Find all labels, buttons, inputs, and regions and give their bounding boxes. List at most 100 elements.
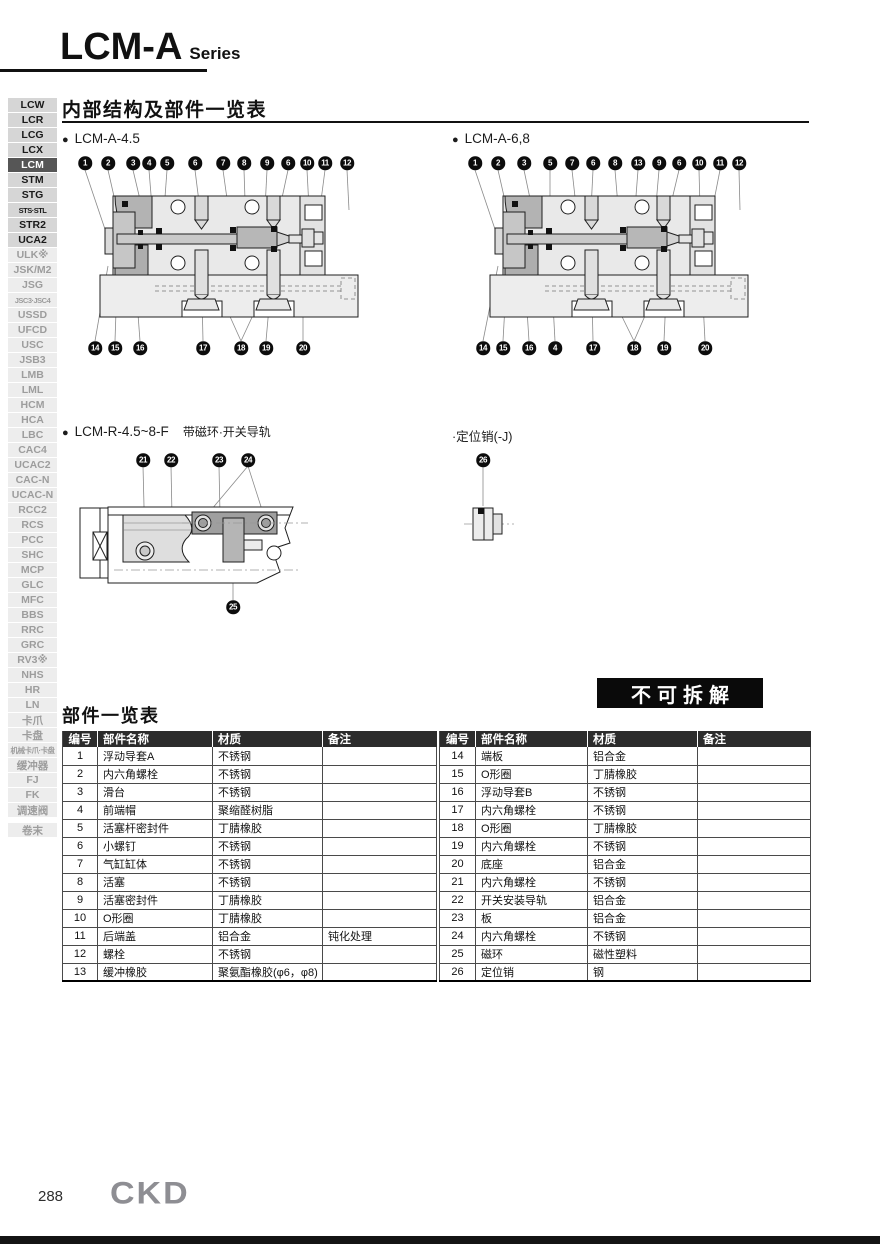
- sidebar-item[interactable]: USC: [8, 338, 57, 352]
- part-callout: 26: [476, 453, 490, 467]
- cell-note: [322, 873, 437, 892]
- sidebar-item[interactable]: FJ: [8, 773, 57, 787]
- sidebar-item[interactable]: 缓冲器: [8, 758, 57, 772]
- cell-material: 铝合金: [587, 747, 698, 766]
- sidebar-item[interactable]: UCA2: [8, 233, 57, 247]
- part-callout: 19: [657, 341, 671, 355]
- cell-note: [697, 945, 811, 964]
- sidebar-item[interactable]: MCP: [8, 563, 57, 577]
- cell-no: 13: [62, 963, 98, 982]
- sidebar-item[interactable]: GRC: [8, 638, 57, 652]
- sidebar-item[interactable]: NHS: [8, 668, 57, 682]
- sidebar-item[interactable]: STM: [8, 173, 57, 187]
- part-callout: 6: [586, 156, 600, 170]
- cell-name: 活塞密封件: [97, 891, 213, 910]
- sidebar-item[interactable]: LN: [8, 698, 57, 712]
- part-callout: 8: [608, 156, 622, 170]
- sidebar-item[interactable]: UCAC-N: [8, 488, 57, 502]
- cell-no: 8: [62, 873, 98, 892]
- cell-name: 内六角螺栓: [97, 765, 213, 784]
- column-header-material: 材质: [587, 731, 698, 747]
- parts-table-right: 编号 部件名称 材质 备注 14 端板 铝合金 15 O形圈 丁腈橡胶: [439, 731, 811, 982]
- cell-no: 20: [439, 855, 476, 874]
- sidebar-item[interactable]: LML: [8, 383, 57, 397]
- part-callout: 20: [698, 341, 712, 355]
- table-row: 6 小螺钉 不锈钢: [62, 837, 437, 856]
- figure-label-text: LCM-A-6,8: [464, 131, 530, 146]
- part-callout: 12: [732, 156, 746, 170]
- cell-name: 滑台: [97, 783, 213, 802]
- cell-material: 不锈钢: [212, 765, 323, 784]
- sidebar-item[interactable]: RCC2: [8, 503, 57, 517]
- cell-material: 不锈钢: [212, 747, 323, 766]
- part-callout: 16: [133, 341, 147, 355]
- sidebar-item[interactable]: CAC-N: [8, 473, 57, 487]
- sidebar-item[interactable]: LCW: [8, 98, 57, 112]
- sidebar-item[interactable]: JSK/M2: [8, 263, 57, 277]
- sidebar-item[interactable]: USSD: [8, 308, 57, 322]
- cell-no: 21: [439, 873, 476, 892]
- cell-name: 浮动导套A: [97, 747, 213, 766]
- sidebar-item[interactable]: PCC: [8, 533, 57, 547]
- sidebar-item[interactable]: STR2: [8, 218, 57, 232]
- cell-note: [697, 873, 811, 892]
- cell-name: 内六角螺栓: [475, 873, 588, 892]
- sidebar-item[interactable]: 机械卡爪·卡盘: [8, 743, 57, 757]
- cell-no: 26: [439, 963, 476, 982]
- sidebar-item[interactable]: STG: [8, 188, 57, 202]
- sidebar-item[interactable]: UCAC2: [8, 458, 57, 472]
- lcm-a-68-cross-section-drawing: [474, 169, 749, 342]
- sidebar-item[interactable]: LCR: [8, 113, 57, 127]
- sidebar-item[interactable]: JSB3: [8, 353, 57, 367]
- sidebar-item[interactable]: UFCD: [8, 323, 57, 337]
- cell-note: [322, 837, 437, 856]
- sidebar-item[interactable]: JSC3·JSC4: [8, 293, 57, 307]
- sidebar-item[interactable]: RCS: [8, 518, 57, 532]
- sidebar-item[interactable]: RV3※: [8, 653, 57, 667]
- sidebar-item[interactable]: LCM: [8, 158, 57, 172]
- table-row: 19 内六角螺栓 不锈钢: [439, 837, 811, 856]
- sidebar-item[interactable]: LMB: [8, 368, 57, 382]
- cell-material: 不锈钢: [212, 855, 323, 874]
- part-callout: 6: [672, 156, 686, 170]
- cell-no: 4: [62, 801, 98, 820]
- part-callout: 21: [136, 453, 150, 467]
- sidebar-item[interactable]: ULK※: [8, 248, 57, 262]
- sidebar-item[interactable]: 卷末: [8, 823, 57, 837]
- sidebar-item[interactable]: LBC: [8, 428, 57, 442]
- sidebar-item[interactable]: BBS: [8, 608, 57, 622]
- title-divider: [0, 69, 207, 72]
- sidebar-item[interactable]: FK: [8, 788, 57, 802]
- sidebar-item[interactable]: RRC: [8, 623, 57, 637]
- cell-note: [697, 891, 811, 910]
- part-callout: 6: [281, 156, 295, 170]
- part-callout: 1: [468, 156, 482, 170]
- column-header-note: 备注: [697, 731, 811, 747]
- sidebar-item[interactable]: STS·STL: [8, 203, 57, 217]
- figure-label-lcm-a-68: ● LCM-A-6,8: [452, 131, 530, 146]
- sidebar-item[interactable]: CAC4: [8, 443, 57, 457]
- sidebar-item[interactable]: 卡盘: [8, 728, 57, 742]
- sidebar-item[interactable]: HCM: [8, 398, 57, 412]
- sidebar-item[interactable]: 调速阀: [8, 803, 57, 817]
- sidebar-item[interactable]: LCX: [8, 143, 57, 157]
- sidebar-item[interactable]: 卡爪: [8, 713, 57, 727]
- sidebar-item[interactable]: LCG: [8, 128, 57, 142]
- sidebar-item[interactable]: HR: [8, 683, 57, 697]
- sidebar-item[interactable]: MFC: [8, 593, 57, 607]
- sidebar-item[interactable]: JSG: [8, 278, 57, 292]
- heading-divider: [62, 121, 809, 123]
- sidebar-item[interactable]: GLC: [8, 578, 57, 592]
- sidebar-item[interactable]: HCA: [8, 413, 57, 427]
- cell-material: 不锈钢: [587, 927, 698, 946]
- cell-name: 磁环: [475, 945, 588, 964]
- sidebar-item[interactable]: SHC: [8, 548, 57, 562]
- cell-name: O形圈: [475, 819, 588, 838]
- cell-name: 螺栓: [97, 945, 213, 964]
- cell-material: 铝合金: [587, 909, 698, 928]
- cell-note: [322, 801, 437, 820]
- ckd-logo: CKD: [110, 1176, 190, 1211]
